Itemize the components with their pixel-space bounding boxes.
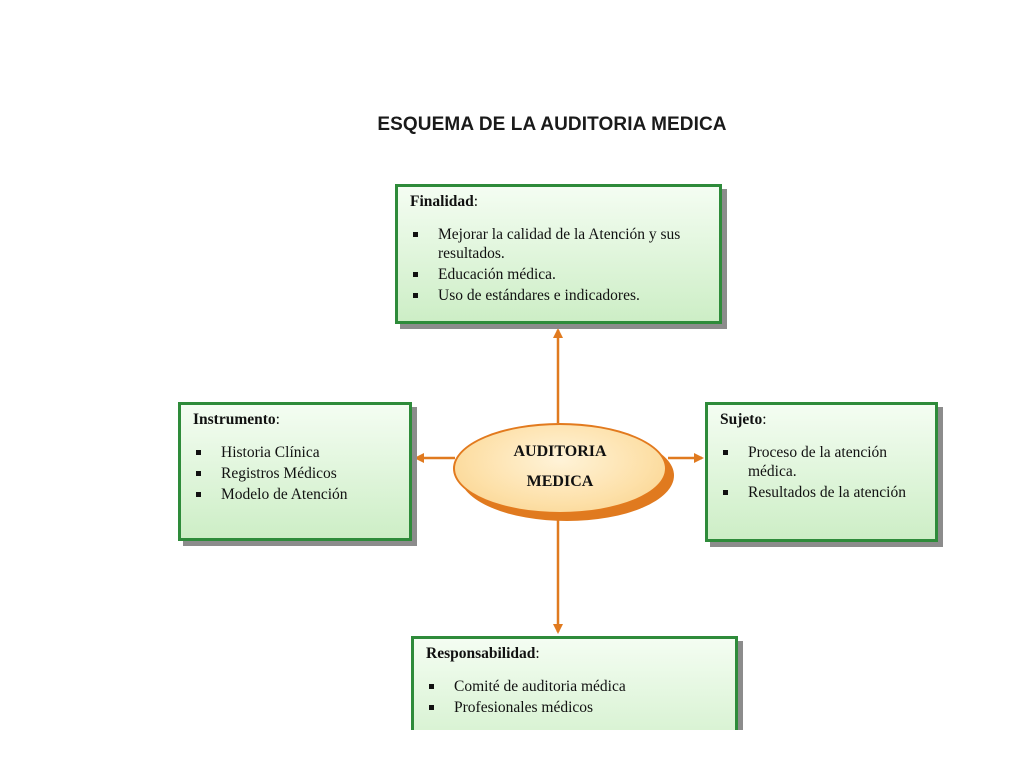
bullet-icon (196, 492, 201, 497)
sujeto-list: Proceso de la atención médica. Resultado… (720, 443, 925, 502)
connector-arrows (414, 328, 704, 634)
list-item: Modelo de Atención (193, 485, 399, 504)
responsabilidad-box: Responsabilidad: Comité de auditoria méd… (411, 636, 738, 730)
center-ellipse: AUDITORIA MEDICA (453, 423, 667, 514)
responsabilidad-list: Comité de auditoria médica Profesionales… (426, 677, 725, 717)
bullet-icon (413, 272, 418, 277)
bullet-icon (429, 705, 434, 710)
sujeto-heading: Sujeto: (720, 411, 767, 428)
bullet-icon (723, 490, 728, 495)
list-item: Educación médica. (410, 265, 709, 284)
bullet-icon (723, 450, 728, 455)
bullet-icon (413, 293, 418, 298)
list-item: Uso de estándares e indicadores. (410, 286, 709, 305)
responsabilidad-heading: Responsabilidad: (426, 645, 540, 662)
bullet-icon (196, 450, 201, 455)
list-item: Resultados de la atención (720, 483, 925, 502)
diagram: ESQUEMA DE LA AUDITORIA MEDICA AUDITORIA… (178, 114, 938, 730)
list-item: Comité de auditoria médica (426, 677, 725, 696)
list-item: Mejorar la calidad de la Atención y sus … (410, 225, 709, 263)
instrumento-heading: Instrumento: (193, 411, 280, 428)
finalidad-list: Mejorar la calidad de la Atención y sus … (410, 225, 709, 305)
finalidad-heading: Finalidad: (410, 193, 479, 210)
list-item: Historia Clínica (193, 443, 399, 462)
page-title: ESQUEMA DE LA AUDITORIA MEDICA (377, 114, 727, 135)
center-node: AUDITORIA MEDICA (453, 423, 675, 523)
center-label-line1: AUDITORIA (513, 443, 607, 460)
bullet-icon (196, 471, 201, 476)
list-item: Registros Médicos (193, 464, 399, 483)
finalidad-box: Finalidad: Mejorar la calidad de la Aten… (395, 184, 722, 324)
center-label-line2: MEDICA (526, 473, 594, 490)
list-item: Proceso de la atención médica. (720, 443, 925, 481)
instrumento-box: Instrumento: Historia Clínica Registros … (178, 402, 412, 541)
bullet-icon (429, 684, 434, 689)
list-item: Profesionales médicos (426, 698, 725, 717)
bullet-icon (413, 232, 418, 237)
sujeto-box: Sujeto: Proceso de la atención médica. R… (705, 402, 938, 542)
instrumento-list: Historia Clínica Registros Médicos Model… (193, 443, 399, 504)
